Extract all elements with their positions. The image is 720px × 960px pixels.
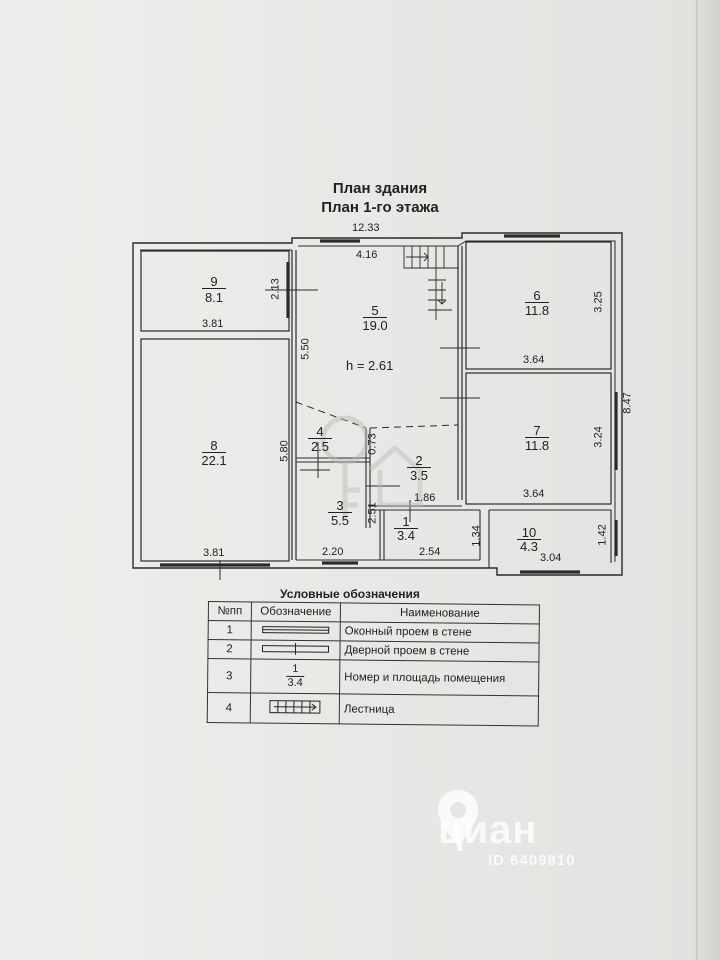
legend-row-num: 1 <box>208 620 252 640</box>
room-6-outline <box>465 241 612 370</box>
dim-room6-width: 3.64 <box>523 354 545 366</box>
legend-symbol-number: 1 <box>286 662 305 678</box>
dim-room3-height: 2.51 <box>366 502 379 524</box>
room-5-number: 5 <box>355 303 395 318</box>
legend-row-num: 3 <box>207 658 251 693</box>
dim-room1-height: 1.34 <box>470 525 483 547</box>
sheet-edge <box>696 0 698 960</box>
dim-room5-height: 5.50 <box>299 338 312 360</box>
staircase-icon <box>403 246 458 320</box>
room-7-outline <box>465 372 612 505</box>
dim-room10-width: 3.04 <box>540 552 562 564</box>
dim-room8-width: 3.81 <box>203 547 225 559</box>
legend-row-num: 4 <box>207 692 251 723</box>
dim-total-width: 12.33 <box>352 222 380 234</box>
room-5-area: 19.0 <box>362 318 388 333</box>
window-symbol-icon <box>251 620 341 641</box>
dim-room6-height: 3.25 <box>592 291 605 313</box>
dim-room7-height: 3.24 <box>592 426 605 448</box>
dim-room3-width: 2.20 <box>322 546 344 558</box>
legend-title: Условные обозначения <box>280 587 420 601</box>
dim-room5-top: 4.16 <box>356 249 378 261</box>
cian-watermark: циан <box>438 808 538 852</box>
legend-header-symbol: Обозначение <box>251 601 341 622</box>
dim-room9-height: 2.13 <box>269 278 282 300</box>
room-9-number: 9 <box>194 274 234 289</box>
key-watermark-icon <box>320 415 423 520</box>
outer-wall-outline <box>132 232 623 576</box>
room-8-number: 8 <box>194 438 234 453</box>
door-symbol-icon <box>250 639 341 660</box>
room-7-number: 7 <box>517 423 557 438</box>
room-9-area: 8.1 <box>204 290 224 305</box>
legend-row: 4 Лестница <box>207 692 539 726</box>
plan-title: План здания <box>332 180 428 197</box>
room-10-number: 10 <box>509 525 549 540</box>
room-6-area: 11.8 <box>524 303 550 318</box>
room-4-area: 2.5 <box>310 439 330 454</box>
dim-room1-width: 2.54 <box>419 546 441 558</box>
dim-room8-height: 5.80 <box>278 440 291 462</box>
ceiling-height: h = 2.61 <box>346 358 394 373</box>
dim-room2-width: 1.86 <box>414 492 436 504</box>
legend-row-name: Номер и площадь помещения <box>339 659 539 696</box>
staircase-symbol-icon <box>250 692 340 724</box>
room-2-area: 3.5 <box>409 468 429 483</box>
door-marks <box>219 289 480 580</box>
legend-symbol-area: 3.4 <box>287 676 303 689</box>
legend-row: 1 Оконный проем в стене <box>208 620 540 643</box>
legend-table: №пп Обозначение Наименование 1 Оконный п… <box>207 601 540 726</box>
legend-row: 2 Дверной проем в стене <box>207 639 540 662</box>
dim-room10-height: 1.42 <box>596 524 609 546</box>
legend-header-name: Наименование <box>340 602 540 624</box>
room-8-outline <box>140 338 290 562</box>
room-10-area: 4.3 <box>519 539 539 554</box>
dim-room7-width: 3.64 <box>523 488 545 500</box>
room-7-area: 11.8 <box>524 438 550 453</box>
legend-row-name: Оконный проем в стене <box>340 621 540 643</box>
room-10-outline <box>488 509 612 568</box>
legend-row-name: Дверной проем в стене <box>339 640 540 662</box>
room-label-symbol: 1 3.4 <box>250 658 340 694</box>
legend-row-name: Лестница <box>339 693 539 726</box>
cian-listing-id: ID 6409810 <box>488 852 576 869</box>
room-3-area: 5.5 <box>330 513 350 528</box>
dim-stair-width: 0.73 <box>366 433 379 455</box>
room-8-area: 22.1 <box>201 453 227 468</box>
legend-row: 3 1 3.4 Номер и площадь помещения <box>207 658 539 696</box>
dim-room9-width: 3.81 <box>202 318 224 330</box>
room-6-number: 6 <box>517 288 557 303</box>
room-4-number: 4 <box>300 424 340 439</box>
room-3-number: 3 <box>320 498 360 513</box>
map-pin-icon <box>438 790 478 846</box>
dim-total-height: 8.47 <box>621 392 634 414</box>
legend-row-num: 2 <box>207 639 252 659</box>
room-1-number: 1 <box>386 514 426 529</box>
room-1-area: 3.4 <box>396 528 416 543</box>
legend-header-num: №пп <box>208 601 252 621</box>
room-2-number: 2 <box>399 453 439 468</box>
plan-subtitle: План 1-го этажа <box>321 199 439 216</box>
